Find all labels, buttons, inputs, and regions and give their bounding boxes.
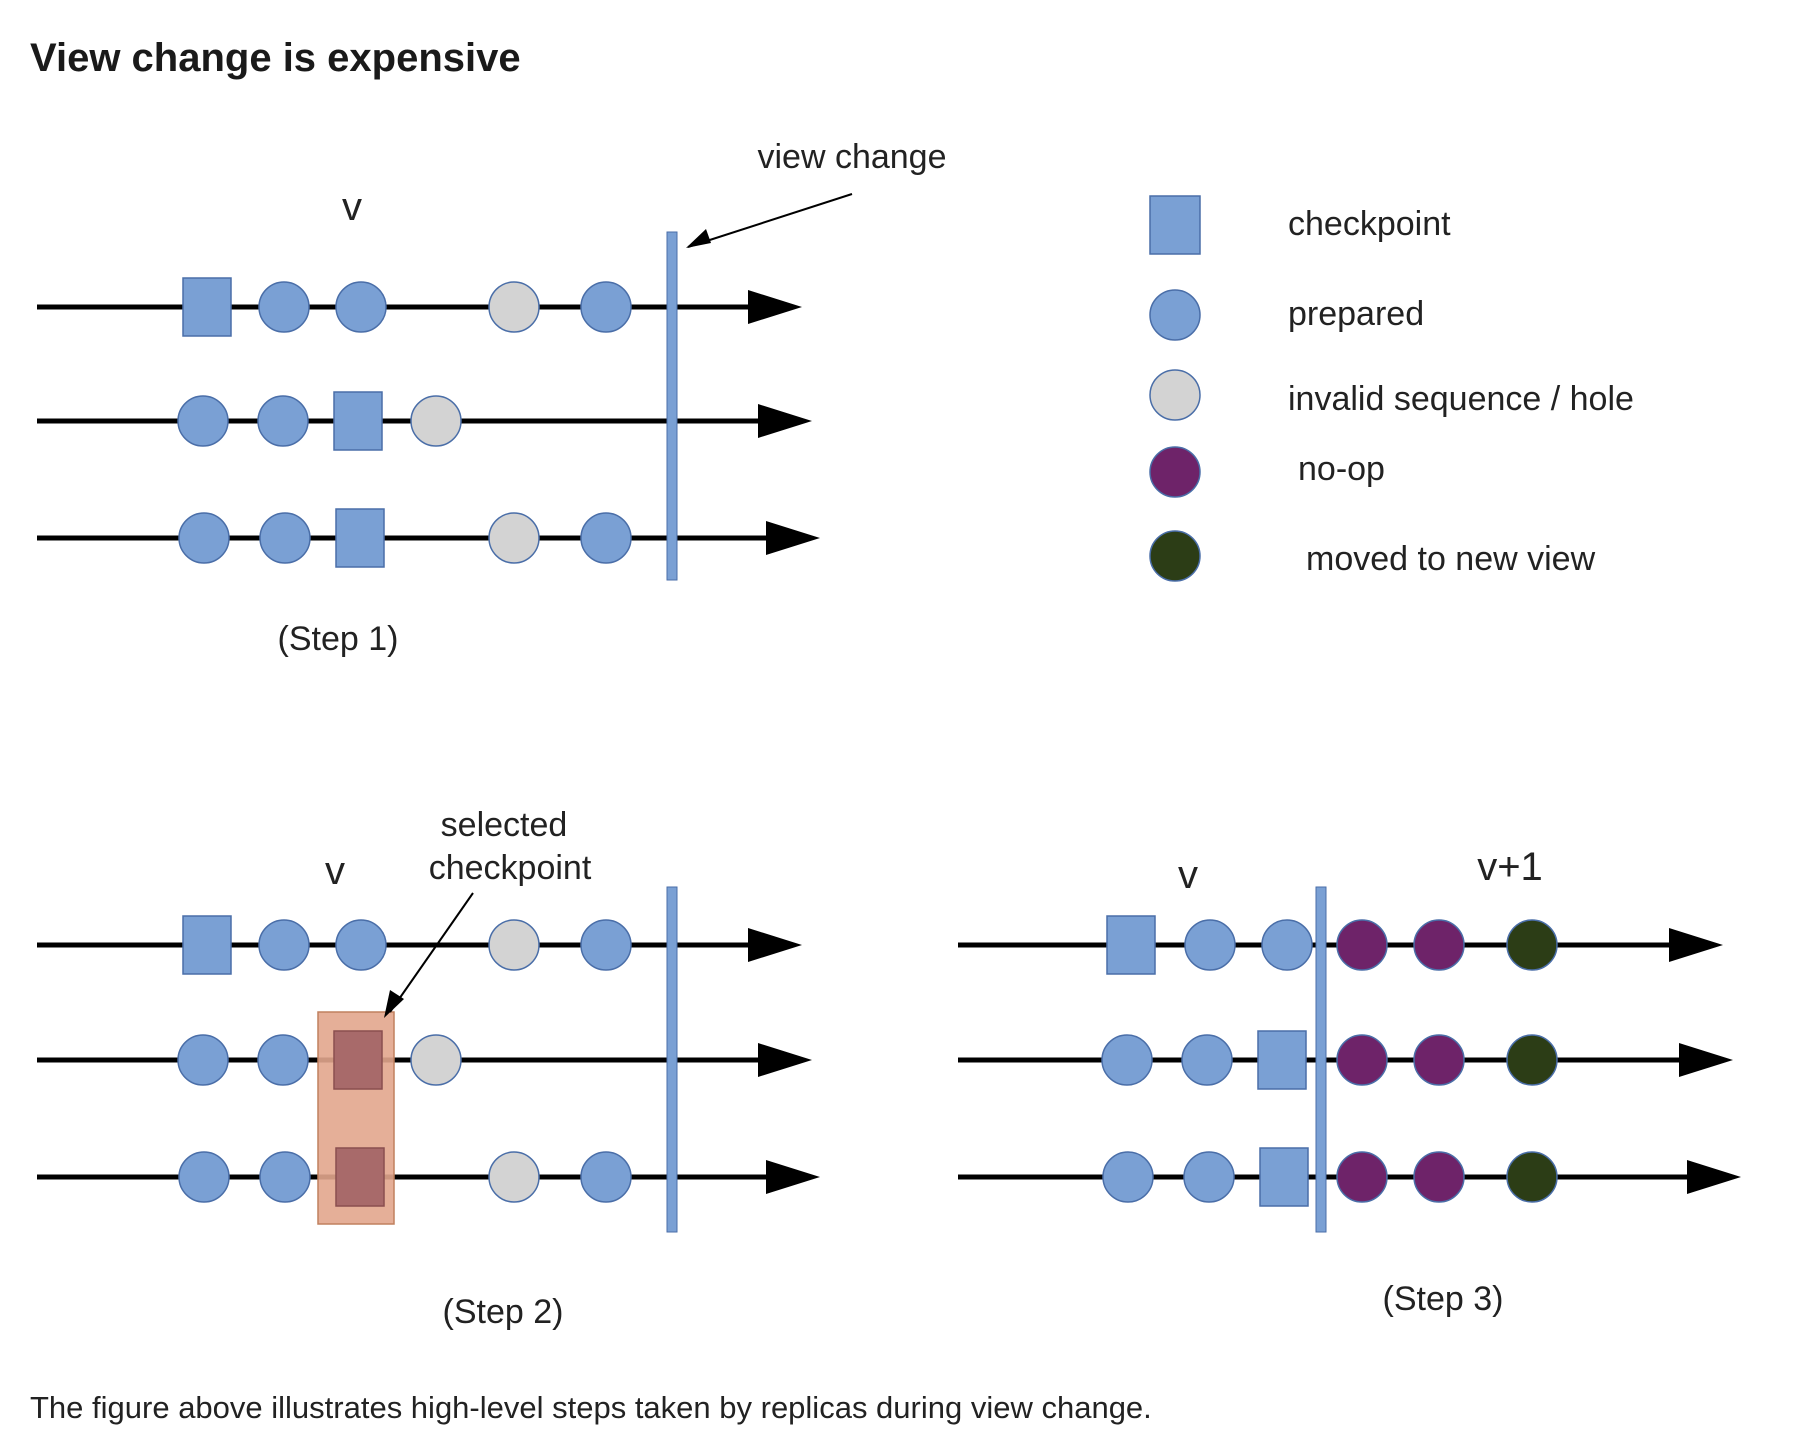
step-1-row-2-hole-node-4	[410, 395, 462, 447]
step-3-row-2-checkpoint-node-3	[1257, 1030, 1307, 1090]
step-2-row-3-prepared-node-5	[580, 1151, 632, 1203]
step-1-row-2-prepared-node-2	[257, 395, 309, 447]
legend-prepared-swatch	[1149, 289, 1201, 341]
step-2-view-label: v	[325, 849, 345, 893]
legend-prepared-label: prepared	[1288, 295, 1424, 333]
step-2-row-1-prepared-node-3	[335, 919, 387, 971]
view-change-arrowhead	[686, 229, 711, 248]
step-2-row-1-prepared-node-5	[580, 919, 632, 971]
legend-hole-swatch	[1149, 369, 1201, 421]
step-1-row-2-checkpoint-node-3	[333, 391, 383, 451]
step-3-row-3-prepared-node-1	[1102, 1151, 1154, 1203]
step-1-panel: v view change (Step 1)	[37, 138, 947, 658]
step-2-row-3-prepared-node-2	[259, 1151, 311, 1203]
step-1-label: (Step 1)	[278, 620, 399, 658]
step-1-row-1-prepared-node-2	[258, 281, 310, 333]
step-3-row-3-noop-node-4	[1336, 1151, 1388, 1203]
step-3-row-3-noop-node-5	[1413, 1151, 1465, 1203]
view-change-annotation: view change	[757, 138, 946, 176]
selected-checkpoint-annotation-line-2: checkpoint	[429, 849, 592, 887]
step-3-row-2-noop-node-5	[1413, 1034, 1465, 1086]
legend-item-hole: invalid sequence / hole	[1149, 369, 1634, 421]
step-2-panel: v selected checkpoint (Step 2)	[37, 806, 820, 1331]
step-2-nodes	[177, 915, 632, 1207]
view-change-arrow	[687, 193, 853, 248]
step-1-row-1-prepared-node-3	[335, 281, 387, 333]
step-3-row-1-moved-node-6	[1506, 919, 1558, 971]
step-3-arrowhead-2	[1679, 1043, 1733, 1077]
step-3-row-3-prepared-node-2	[1183, 1151, 1235, 1203]
step-3-row-2-prepared-node-2	[1181, 1034, 1233, 1086]
step-3-row-2-moved-node-6	[1506, 1034, 1558, 1086]
legend-item-noop: no-op	[1149, 446, 1385, 498]
step-3-row-1-noop-node-4	[1336, 919, 1388, 971]
step-3-arrowhead-3	[1687, 1160, 1741, 1194]
step-3-label: (Step 3)	[1383, 1280, 1504, 1318]
step-1-row-3-checkpoint-node-3	[335, 508, 385, 568]
step-1-row-1-hole-node-4	[488, 281, 540, 333]
step-1-view-change-bar	[666, 231, 678, 581]
step-1-row-2-prepared-node-1	[177, 395, 229, 447]
step-1-view-label: v	[342, 185, 362, 229]
step-2-row-2-selected-checkpoint-node-3	[333, 1030, 383, 1090]
step-1-arrowhead-3	[766, 521, 820, 555]
step-1-arrowhead-2	[758, 404, 812, 438]
legend: checkpoint prepared invalid sequence / h…	[1149, 195, 1634, 582]
step-2-timelines	[37, 928, 820, 1194]
step-2-row-2-prepared-node-2	[257, 1034, 309, 1086]
step-1-row-3-hole-node-4	[488, 512, 540, 564]
step-3-row-1-checkpoint-node-1	[1106, 915, 1156, 975]
step-3-panel: v v+1 (Step 3)	[958, 845, 1741, 1318]
legend-item-prepared: prepared	[1149, 289, 1424, 341]
step-1-timelines	[37, 290, 820, 555]
legend-noop-label: no-op	[1298, 450, 1385, 488]
step-2-arrowhead-3	[766, 1160, 820, 1194]
step-3-view-label: v	[1178, 853, 1198, 897]
step-1-row-3-prepared-node-5	[580, 512, 632, 564]
step-3-arrowhead-1	[1669, 928, 1723, 962]
step-2-arrowhead-2	[758, 1043, 812, 1077]
selected-checkpoint-arrowhead	[384, 990, 404, 1018]
step-1-arrowhead-1	[748, 290, 802, 324]
step-1-row-1-prepared-node-5	[580, 281, 632, 333]
figure-caption: The figure above illustrates high-level …	[30, 1390, 1152, 1425]
step-3-row-1-prepared-node-2	[1184, 919, 1236, 971]
legend-hole-label: invalid sequence / hole	[1288, 380, 1634, 418]
step-2-label: (Step 2)	[443, 1293, 564, 1331]
step-3-view-change-bar	[1315, 886, 1327, 1233]
view-change-diagram: v view change (Step 1) checkpoint prepar…	[37, 138, 1741, 1331]
legend-checkpoint-swatch	[1149, 195, 1201, 255]
step-3-row-2-prepared-node-1	[1101, 1034, 1153, 1086]
selected-checkpoint-annotation-line-1: selected	[441, 806, 568, 844]
legend-moved-label: moved to new view	[1306, 540, 1596, 578]
step-2-row-1-checkpoint-node-1	[182, 915, 232, 975]
step-2-row-3-prepared-node-1	[178, 1151, 230, 1203]
legend-moved-swatch	[1149, 530, 1201, 582]
step-2-arrowhead-1	[748, 928, 802, 962]
step-1-nodes	[177, 277, 632, 568]
step-1-row-3-prepared-node-1	[178, 512, 230, 564]
step-3-row-3-checkpoint-node-3	[1259, 1147, 1309, 1207]
step-3-nodes	[1101, 915, 1558, 1207]
page-heading: View change is expensive	[30, 36, 521, 80]
step-2-row-2-hole-node-4	[410, 1034, 462, 1086]
step-2-row-2-prepared-node-1	[177, 1034, 229, 1086]
step-1-row-1-checkpoint-node-1	[182, 277, 232, 337]
step-3-row-1-prepared-node-3	[1261, 919, 1313, 971]
step-3-row-1-noop-node-5	[1413, 919, 1465, 971]
legend-checkpoint-label: checkpoint	[1288, 205, 1451, 243]
step-2-row-3-hole-node-4	[488, 1151, 540, 1203]
step-3-new-view-label: v+1	[1477, 845, 1543, 889]
legend-noop-swatch	[1149, 446, 1201, 498]
step-3-row-3-moved-node-6	[1506, 1151, 1558, 1203]
legend-item-moved: moved to new view	[1149, 530, 1596, 582]
step-1-row-3-prepared-node-2	[259, 512, 311, 564]
step-2-row-3-selected-checkpoint-node-3	[335, 1147, 385, 1207]
legend-item-checkpoint: checkpoint	[1149, 195, 1451, 255]
step-2-row-1-hole-node-4	[488, 919, 540, 971]
step-3-row-2-noop-node-4	[1336, 1034, 1388, 1086]
step-2-view-change-bar	[666, 886, 678, 1233]
step-2-row-1-prepared-node-2	[258, 919, 310, 971]
selected-checkpoint-arrow	[389, 892, 474, 1013]
